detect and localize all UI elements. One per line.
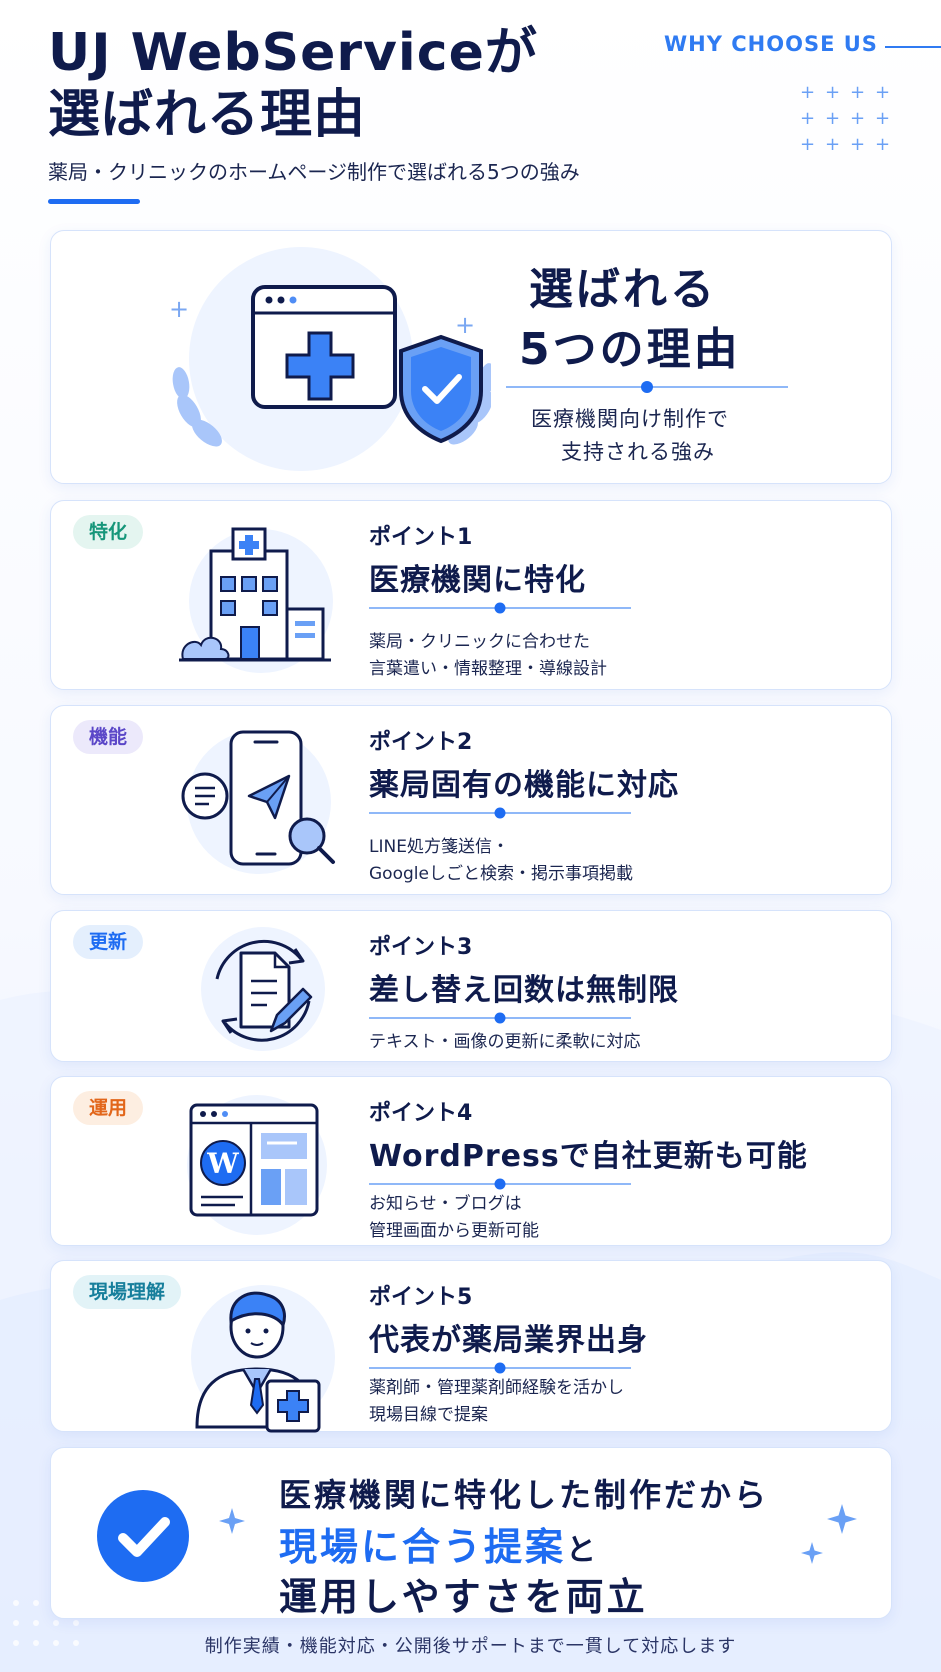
point-description-line: Googleしごと検索・掲示事項掲載 <box>369 864 633 884</box>
page-subtitle: 薬局・クリニックのホームページ制作で選ばれる5つの強み <box>48 160 580 184</box>
page-title-line2: 選ばれる理由 <box>48 85 367 145</box>
point-description: 薬局・クリニックに合わせた 言葉遣い・情報整理・導線設計 <box>369 629 607 683</box>
point-description: お知らせ・ブログは 管理画面から更新可能 <box>369 1191 539 1245</box>
summary-line3: 運用しやすさを両立 <box>279 1575 648 1619</box>
summary-highlight: 現場に合う提案 <box>279 1525 567 1569</box>
point-card-1: 特化 ポイント1 医療機関に特化 薬局・クリニックに合わせた 言葉遣い・情報整理… <box>50 500 892 690</box>
sparkle-icon <box>801 1542 823 1564</box>
hospital-building-icon <box>179 527 333 673</box>
hero-title-line1: 選ばれる <box>529 264 717 315</box>
hero-description-line2: 支持される強み <box>561 440 715 464</box>
summary-line2-suffix: と <box>566 1533 600 1568</box>
tagline-line-divider <box>885 46 941 48</box>
point-card-4: 運用 W ポイント4 WordPressで自社更新も可能 お知らせ・ブログは 管… <box>50 1076 892 1246</box>
hero-title-line2: 5つの理由 <box>519 324 741 375</box>
point-description: 薬剤師・管理薬剤師経験を活かし 現場目線で提案 <box>369 1375 624 1429</box>
point-description-line: 薬局・クリニックに合わせた <box>369 632 590 652</box>
point-label: ポイント1 <box>369 525 473 550</box>
svg-text:+: + <box>169 295 189 323</box>
medical-browser-shield-icon: + + <box>169 247 491 471</box>
point-description-line: 現場目線で提案 <box>369 1405 488 1425</box>
plus-pattern-decoration: ++++ ++++ ++++ <box>800 82 891 155</box>
point-title: 医療機関に特化 <box>369 563 586 598</box>
point-description-line: LINE処方箋送信・ <box>369 837 509 857</box>
point-card-3: 更新 ポイント3 差し替え回数は無制限 テキスト・画像の更新に柔軟に対応 <box>50 910 892 1062</box>
hero-dot-divider <box>506 381 788 393</box>
point-title: 薬局固有の機能に対応 <box>369 768 679 803</box>
point-badge: 更新 <box>73 925 144 959</box>
point-description-line: テキスト・画像の更新に柔軟に対応 <box>369 1032 641 1052</box>
point-badge: 機能 <box>73 720 144 754</box>
footer-note: 制作実績・機能対応・公開後サポートまで一貫して対応します <box>204 1636 737 1657</box>
svg-text:W: W <box>206 1147 239 1180</box>
point-badge: 運用 <box>73 1091 144 1125</box>
summary-line2: 現場に合う提案と <box>279 1516 599 1571</box>
title-underline-divider <box>48 199 140 204</box>
point-description: LINE処方箋送信・ Googleしごと検索・掲示事項掲載 <box>369 834 633 888</box>
point-title: 差し替え回数は無制限 <box>369 973 679 1008</box>
svg-text:+: + <box>455 311 475 339</box>
document-refresh-icon <box>201 927 325 1051</box>
hero-card: + + 選ばれる 5つの理由 医療機関向け制作で 支持される強み <box>50 230 892 484</box>
point-card-5: 現場理解 ポイント5 代表が薬局業界出身 薬剤師・管理薬剤師経験を活かし 現場目… <box>50 1260 892 1433</box>
pharmacist-person-icon <box>191 1285 335 1433</box>
checkmark-circle-icon <box>97 1490 189 1582</box>
point-label: ポイント2 <box>369 730 473 755</box>
point-description-line: お知らせ・ブログは <box>369 1194 522 1214</box>
page-title-line1: UJ WebServiceが <box>48 23 538 83</box>
sparkle-icon <box>219 1508 245 1534</box>
smartphone-send-icon <box>181 730 335 874</box>
wordpress-browser-icon: W <box>187 1095 327 1235</box>
point-description: テキスト・画像の更新に柔軟に対応 <box>369 1029 641 1056</box>
point-description-line: 管理画面から更新可能 <box>369 1221 539 1241</box>
point-badge: 特化 <box>73 515 144 549</box>
point-card-2: 機能 ポイント2 薬局固有の機能に対応 LINE処方箋送信・ Googleしごと… <box>50 705 892 895</box>
point-label: ポイント4 <box>369 1101 473 1126</box>
summary-line1: 医療機関に特化した制作だから <box>279 1476 770 1514</box>
point-dot-divider <box>369 1012 631 1024</box>
point-label: ポイント5 <box>369 1285 473 1310</box>
point-dot-divider <box>369 1362 631 1374</box>
point-badge: 現場理解 <box>73 1275 182 1309</box>
hero-description-line1: 医療機関向け制作で <box>531 407 729 431</box>
point-dot-divider <box>369 602 631 614</box>
point-description-line: 言葉遣い・情報整理・導線設計 <box>369 659 607 679</box>
page-header: UJ WebServiceが 選ばれる理由 薬局・クリニックのホームページ制作で… <box>48 22 908 222</box>
point-title: WordPressで自社更新も可能 <box>369 1139 808 1174</box>
point-description-line: 薬剤師・管理薬剤師経験を活かし <box>369 1378 624 1398</box>
why-choose-us-tagline: WHY CHOOSE US <box>664 32 878 56</box>
sparkle-icon <box>827 1504 857 1534</box>
summary-card: 医療機関に特化した制作だから 現場に合う提案と 運用しやすさを両立 <box>50 1447 892 1619</box>
point-dot-divider <box>369 807 631 819</box>
point-title: 代表が薬局業界出身 <box>369 1323 648 1358</box>
point-dot-divider <box>369 1178 631 1190</box>
point-label: ポイント3 <box>369 935 473 960</box>
